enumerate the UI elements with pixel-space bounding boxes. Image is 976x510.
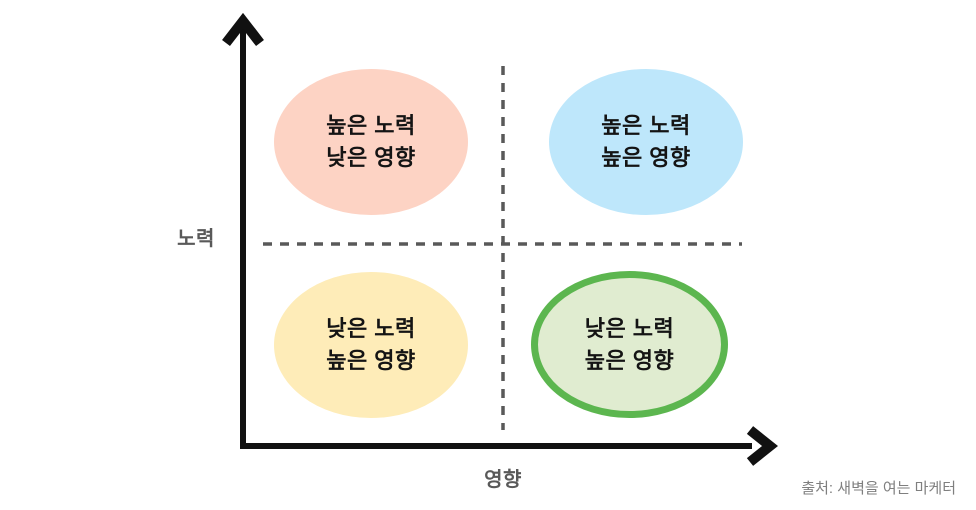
quadrant-high-effort-high-impact: 높은 노력 높은 영향 bbox=[549, 69, 743, 215]
quadrant-label-line: 높은 영향 bbox=[326, 348, 416, 373]
y-axis-arrowhead-icon bbox=[222, 12, 264, 47]
quadrant-label-line: 높은 노력 bbox=[601, 113, 691, 138]
quadrant-label-line: 높은 영향 bbox=[601, 145, 691, 170]
y-axis-label: 노력 bbox=[177, 228, 215, 250]
quadrant-high-effort-low-impact: 높은 노력 낮은 영향 bbox=[274, 69, 468, 215]
quadrant-label-line: 높은 영향 bbox=[584, 347, 675, 373]
quadrant-label-line: 낮은 노력 bbox=[326, 316, 416, 341]
quadrant-label-line: 낮은 영향 bbox=[326, 145, 416, 170]
x-axis-label: 영향 bbox=[484, 469, 522, 491]
quadrant-label-line: 낮은 노력 bbox=[584, 315, 675, 341]
quadrant-low-effort-left: 낮은 노력 높은 영향 bbox=[274, 272, 468, 418]
quadrant-low-effort-high-impact-highlighted: 낮은 노력 높은 영향 bbox=[531, 271, 728, 418]
quadrant-label-line: 높은 노력 bbox=[326, 113, 416, 138]
x-axis-arrowhead-icon bbox=[746, 426, 779, 466]
source-caption: 출처: 새벽을 여는 마케터 bbox=[801, 480, 956, 497]
